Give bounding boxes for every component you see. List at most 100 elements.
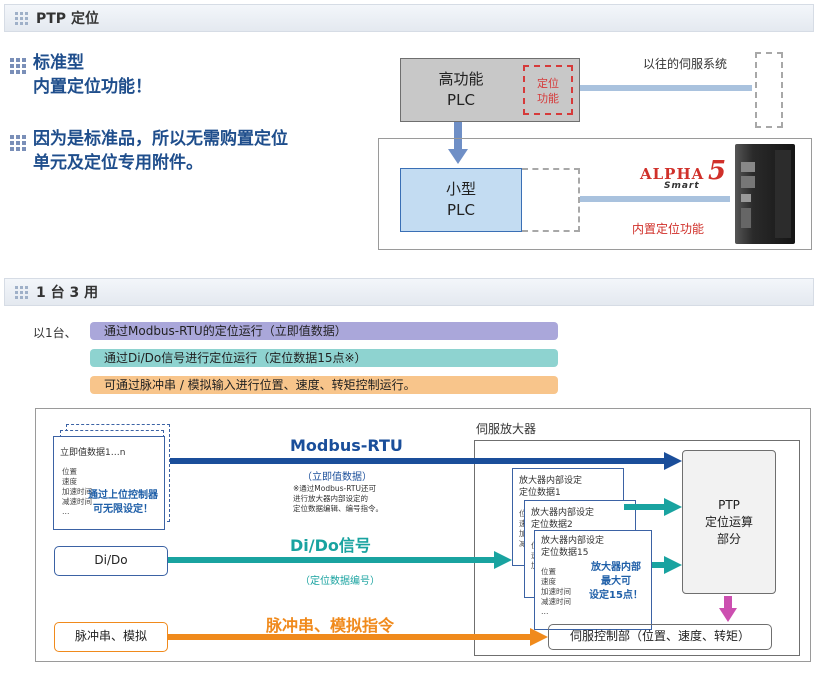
card-line: 定位数据15 [541,548,589,558]
card-to-ptp-arrow-icon [624,498,682,516]
ptp-line: 部分 [716,532,741,546]
legacy-servo-label: 以往的伺服系统 [643,57,728,71]
brand-sub: Smart [664,181,700,191]
modbus-sub: （立即值数据） [302,472,372,483]
positioning-function-box: 定位 功能 [523,65,573,115]
func-label: 功能 [537,92,559,105]
brand-number: 5 [708,156,727,186]
servo-amplifier-device [735,144,795,244]
usage-tag-pulse: 可通过脉冲串 / 模拟输入进行位置、速度、转矩控制运行。 [90,376,558,394]
ptp-line: 定位运算 [704,515,753,529]
bullet-dots-icon [10,58,26,74]
servo-amplifier-frame [474,440,800,656]
builtin-positioning-label: 内置定位功能 [632,222,705,236]
bullet-line: 单元及定位专用附件。 [33,153,203,173]
operation-diagram-frame [35,408,811,662]
bullet-line: 因为是标准品，所以无需购置定位 [33,129,288,149]
dido-sub: （定位数据编号） [300,576,380,587]
card-highlight-line: 最大可 [600,576,631,587]
card-title: 放大器内部设定 定位数据2 [531,507,594,531]
connector-port [741,208,751,228]
connector-port [741,162,755,172]
pulse-label: 脉冲串、模拟指令 [266,616,395,635]
card-line: 定位数据2 [531,520,573,530]
note-line: 定位数据编辑、编号指令。 [293,504,383,513]
small-plc-box: 小型 PLC [400,168,522,232]
card-field: 位置 [541,567,556,576]
bullet-line: 内置定位功能！ [33,77,152,97]
bullet-text-2: 因为是标准品，所以无需购置定位 单元及定位专用附件。 [33,127,288,175]
doc-highlight-line: 通过上位控制器 [88,490,158,501]
section-title: PTP 定位 [36,11,99,27]
internal-data-card-15: 放大器内部设定 定位数据15 位置 速度 加速时间 减速时间 … 放大器内部 最… [534,530,652,630]
legacy-servo-box [755,52,783,128]
bullet-text-1: 标准型 内置定位功能！ [33,51,152,99]
usage-prefix: 以1台、 [33,326,77,340]
card-to-ptp-arrow-icon [652,556,682,574]
doc-title: 立即值数据1…n [60,448,126,458]
alpha5-smart-logo: ALPHA 5 Smart [640,156,732,192]
section-title: 1 台 3 用 [36,285,99,301]
connector-port [741,176,755,188]
card-field: … [541,607,549,616]
doc-field: … [62,507,70,516]
pulse-arrow-icon [168,628,548,646]
doc-highlight: 通过上位控制器 可无限设定！ [88,489,158,517]
doc-field: 减速时间 [62,497,92,506]
dido-label: Di/Do信号 [290,536,371,555]
doc-fields: 位置 速度 加速时间 减速时间 … [62,467,92,517]
plc-label: PLC [447,201,475,219]
grid-dots-icon [15,11,28,25]
section-header-one-three: 1 台 3 用 [4,278,814,306]
note-line: 进行放大器内部设定的 [293,494,368,503]
card-highlight-line: 放大器内部 [590,562,641,573]
card-line: 放大器内部设定 [531,508,595,518]
card-highlight: 放大器内部 最大可 设定15点！ [589,561,643,603]
plc-label: 小型 [445,180,476,198]
grid-dots-icon [15,285,28,299]
card-line: 放大器内部设定 [519,476,583,486]
card-fields: 位置 速度 加速时间 减速时间 … [541,567,571,617]
card-line: 定位数据1 [519,488,561,498]
ptp-line: PTP [718,498,740,512]
bullet-line: 标准型 [33,53,84,73]
new-system-frame [378,138,812,250]
doc-highlight-line: 可无限设定！ [93,504,153,515]
modbus-arrow-icon [170,452,682,470]
ptp-calculation-block: PTP 定位运算 部分 [682,450,776,594]
plc-label: 高功能 [438,70,484,88]
new-connection-line [580,196,730,202]
connector-port [741,194,751,202]
card-line: 放大器内部设定 [541,536,605,546]
usage-tag-dido: 通过Di/Do信号进行定位运行（定位数据15点※） [90,349,558,367]
note-line: ※通过Modbus-RTU还可 [293,484,376,493]
card-field: 减速时间 [541,597,571,606]
removed-unit-box [522,168,580,232]
card-field: 速度 [541,577,556,586]
immediate-data-doc: 立即值数据1…n 位置 速度 加速时间 减速时间 … 通过上位控制器 可无限设定… [53,436,165,530]
servo-control-block: 伺服控制部（位置、速度、转矩） [548,624,772,650]
doc-field: 加速时间 [62,487,92,496]
card-title: 放大器内部设定 定位数据15 [541,535,604,559]
section-header-ptp: PTP 定位 [4,4,814,32]
doc-field: 位置 [62,467,77,476]
modbus-note: ※通过Modbus-RTU还可 进行放大器内部设定的 定位数据编辑、编号指令。 [293,484,383,514]
dido-box: Di/Do [54,546,168,576]
bullet-dots-icon [10,135,26,151]
pink-down-arrow-icon [719,596,737,622]
legacy-connection-line [580,85,752,91]
card-highlight-line: 设定15点！ [589,590,643,601]
card-field: 加速时间 [541,587,571,596]
modbus-label: Modbus-RTU [290,436,403,455]
plc-label: PLC [447,91,475,109]
high-function-plc-box: 高功能 PLC 定位 功能 [400,58,580,122]
brand-name: ALPHA [640,165,705,183]
down-arrow-icon [448,122,468,164]
heatsink [775,150,791,238]
card-title: 放大器内部设定 定位数据1 [519,475,582,499]
doc-field: 速度 [62,477,77,486]
usage-tag-modbus: 通过Modbus-RTU的定位运行（立即值数据） [90,322,558,340]
dido-arrow-icon [168,551,512,569]
pulse-analog-box: 脉冲串、模拟 [54,622,168,652]
servo-amplifier-label: 伺服放大器 [476,422,537,436]
